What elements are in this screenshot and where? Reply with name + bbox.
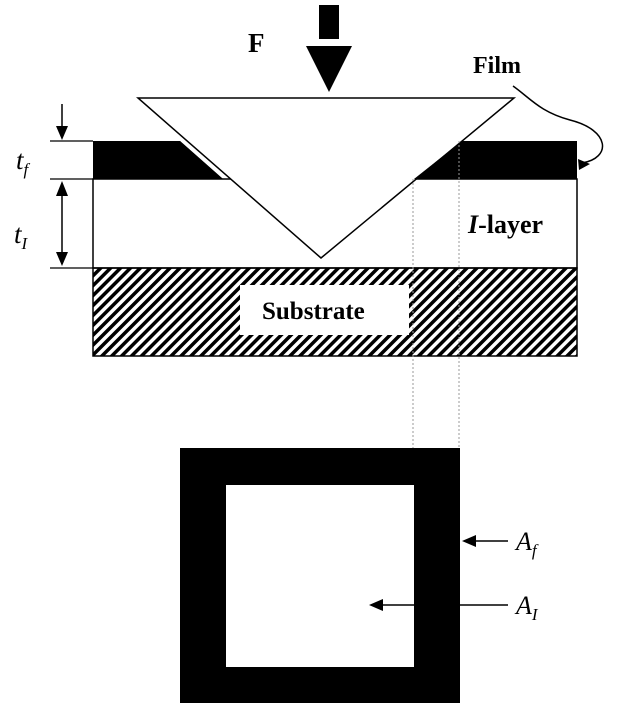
force-arrow [306, 5, 352, 92]
film-area-label: Af [514, 527, 539, 560]
projected-area [180, 448, 460, 703]
interlayer-label: I-layer [467, 210, 543, 239]
film-left-segment [93, 141, 180, 179]
substrate-label-box [240, 285, 409, 335]
substrate-layer [92, 267, 578, 357]
film-contact-right [414, 141, 477, 179]
force-label: F [248, 28, 265, 58]
projection-guides [412, 141, 460, 486]
substrate-label: Substrate [262, 298, 365, 325]
film-right-segment [462, 141, 577, 179]
interlayer-thickness-label: tI [14, 219, 29, 253]
film-pointer-curve [512, 85, 604, 164]
film-thickness-label: tf [16, 145, 31, 179]
interlayer-area [226, 485, 414, 667]
film-label: Film [473, 53, 521, 79]
film-pointer-head [578, 159, 590, 170]
film-contact-left [172, 141, 223, 179]
thickness-dimensions [50, 104, 93, 269]
interlayer-area-label: AI [514, 591, 539, 624]
area-arrows [369, 535, 508, 611]
